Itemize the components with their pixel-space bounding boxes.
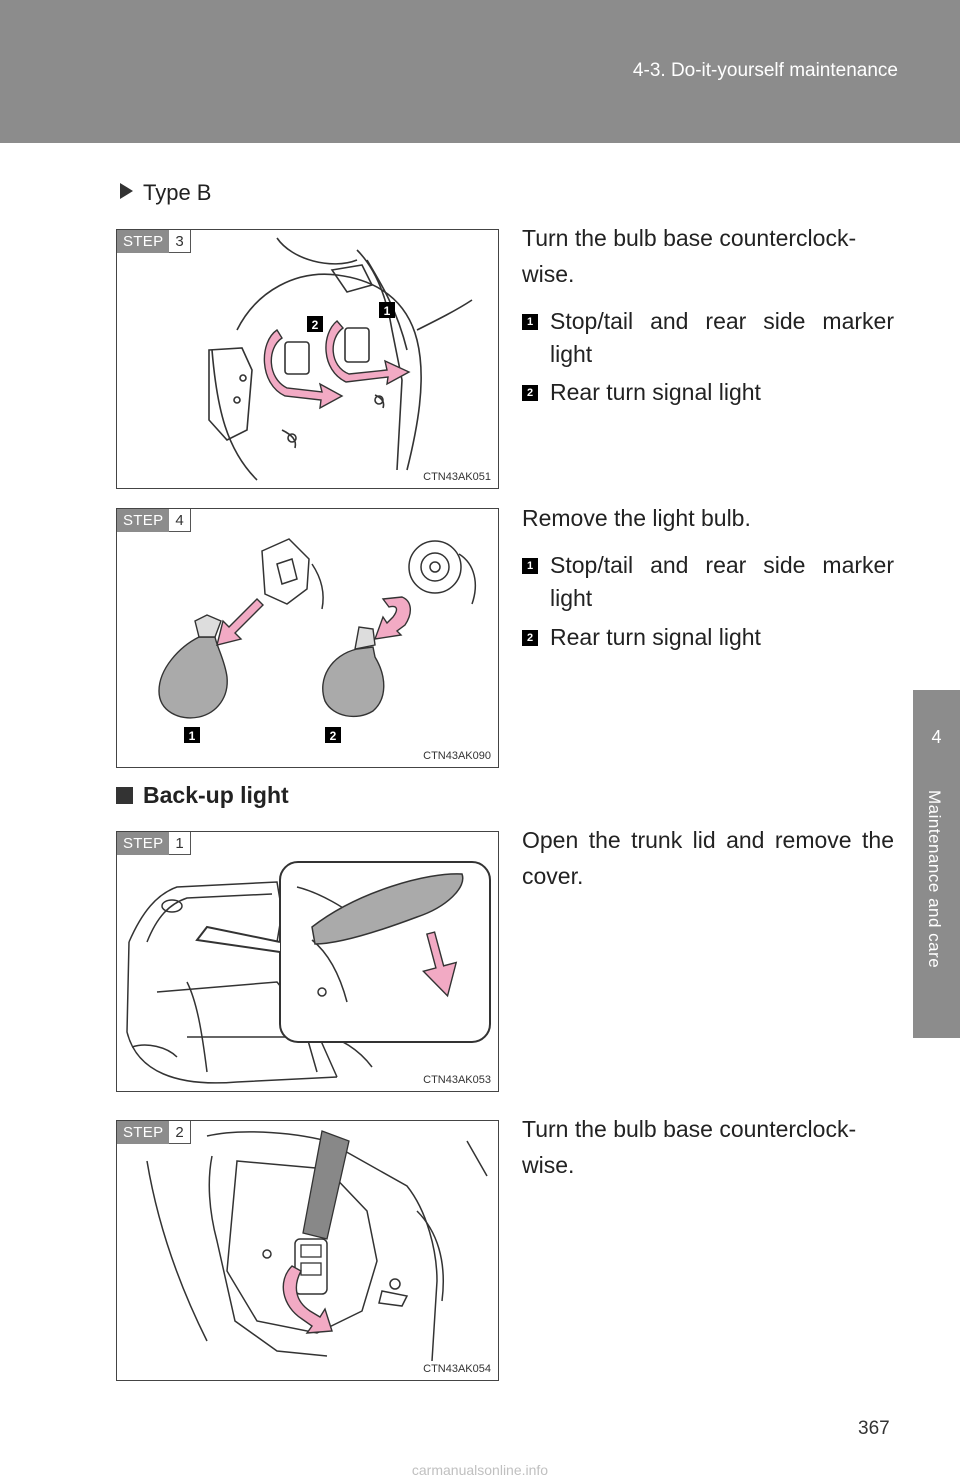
item-text: Rear turn signal light [550, 624, 761, 650]
step-4-item-1: 1 Stop/tail and rear side marker light [522, 549, 894, 615]
step-label: STEP [117, 509, 170, 532]
step-label: STEP [117, 1121, 170, 1144]
step-3-item-2: 2 Rear turn signal light [522, 376, 894, 409]
callout-1-label: 1 [384, 304, 391, 318]
triangle-bullet-icon [120, 183, 133, 199]
figure-code: CTN43AK090 [423, 750, 491, 762]
backup-step-2-instruction: Turn the bulb base counterclock-wise. [522, 1116, 857, 1178]
chapter-label: Maintenance and care [925, 790, 944, 969]
item-text: Stop/tail and rear side marker light [550, 552, 894, 611]
number-badge: 2 [522, 630, 538, 646]
chapter-tab: 4 Maintenance and care [913, 690, 960, 1038]
bulb-removal-illustration: 1 2 [158, 538, 476, 743]
type-heading: Type B [120, 180, 211, 206]
step-4-item-2: 2 Rear turn signal light [522, 621, 894, 654]
number-badge: 1 [522, 558, 538, 574]
figure-code: CTN43AK053 [423, 1074, 491, 1086]
watermark: carmanualsonline.info [411, 1462, 549, 1478]
page-number: 367 [858, 1418, 890, 1439]
chapter-number: 4 [931, 727, 942, 747]
item-text: Stop/tail and rear side marker light [550, 308, 894, 367]
step-label: STEP [117, 832, 170, 855]
number-badge: 2 [522, 385, 538, 401]
callout-1-label: 1 [189, 729, 196, 743]
number-badge: 1 [522, 314, 538, 330]
square-bullet-icon [116, 787, 133, 804]
step-number: 1 [169, 832, 191, 855]
section-heading-text: Back-up light [143, 782, 289, 808]
section-heading: Back-up light [116, 782, 289, 809]
backup-bulb-illustration [146, 1130, 488, 1362]
trunk-cover-illustration [126, 861, 491, 1084]
step-label: STEP [117, 230, 170, 253]
figure-code: CTN43AK051 [423, 471, 491, 483]
item-text: Rear turn signal light [550, 379, 761, 405]
step-number: 2 [169, 1121, 191, 1144]
figure-code: CTN43AK054 [423, 1363, 491, 1375]
backup-step-1-instruction: Open the trunk lid and remove the cover. [522, 827, 894, 889]
step-number: 4 [169, 509, 191, 532]
section-title: 4-3. Do-it-yourself maintenance [632, 60, 898, 81]
step-3-instruction: Turn the bulb base counterclock-wise. [522, 225, 857, 287]
callout-2-label: 2 [330, 729, 337, 743]
step-number: 3 [169, 230, 191, 253]
step-3-item-1: 1 Stop/tail and rear side marker light [522, 305, 894, 371]
callout-2-label: 2 [312, 318, 319, 332]
step-4-instruction: Remove the light bulb. [522, 505, 751, 531]
page-header: 4-3. Do-it-yourself maintenance [0, 0, 960, 143]
taillight-socket-illustration: 2 1 [208, 237, 473, 481]
type-heading-text: Type B [143, 180, 212, 205]
